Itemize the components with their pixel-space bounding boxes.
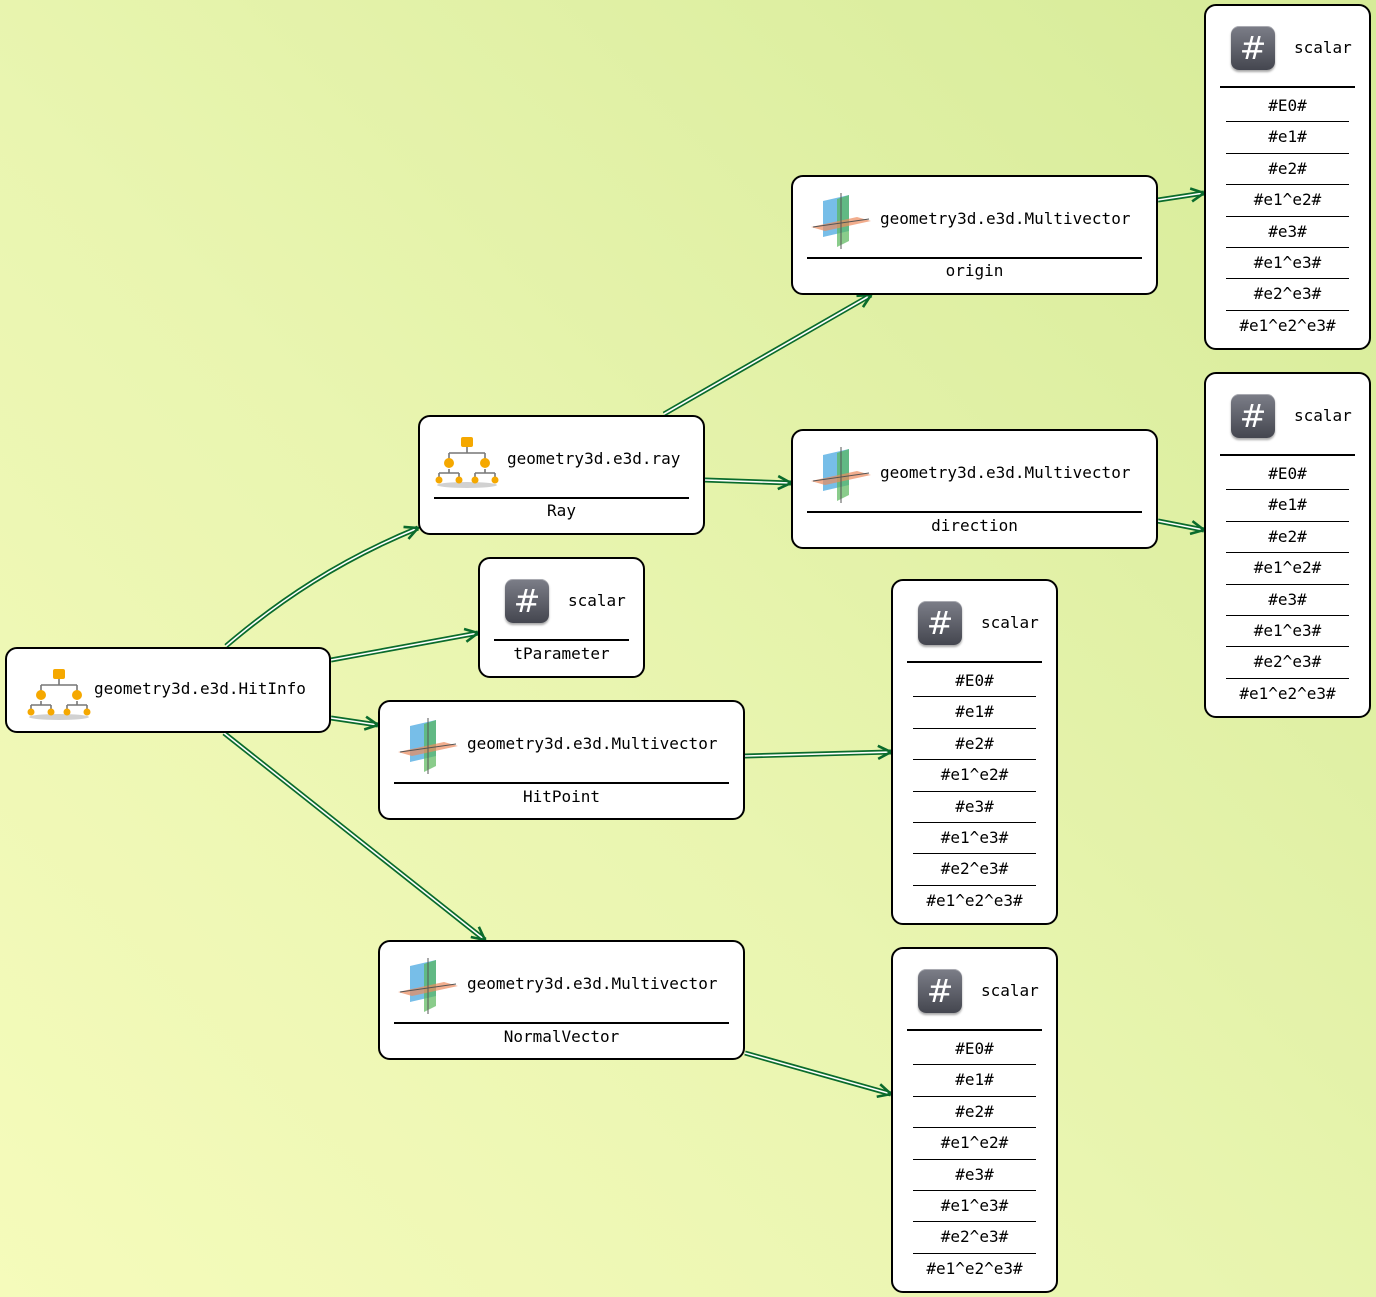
node-direction-components[interactable]: # scalar #E0# #e1# #e2# #e1^e2# #e3# #e1… [1204,372,1371,718]
list-item: #E0# [1226,459,1349,491]
list-item: #e1^e2# [913,760,1036,792]
list-item: #e1^e2^e3# [1239,683,1336,703]
node-normalvector-components[interactable]: # scalar #E0# #e1# #e2# #e1^e2# #e3# #e1… [891,947,1058,1293]
node-type-label: geometry3d.e3d.Multivector [467,974,718,993]
list-item: #e1^e2^e3# [1239,315,1336,335]
node-type-label: scalar [981,613,1039,632]
component-list: #E0# #e1# #e2# #e1^e2# #e3# #e1^e3# #e2^… [913,666,1036,916]
component-list: #E0# #e1# #e2# #e1^e2# #e3# #e1^e3# #e2^… [1226,459,1349,709]
node-tparameter[interactable]: # scalar tParameter [478,557,645,678]
edge-hitpoint-to-hitpoint_components [744,744,894,761]
edge-ray-to-origin [662,292,874,417]
list-item: #e1^e2# [1226,553,1349,585]
list-item: #E0# [913,666,1036,698]
edge-hitinfo-to-tparameter [330,627,481,663]
hash-icon: # [1231,394,1275,438]
list-item: #e1^e2^e3# [926,1258,1023,1278]
node-field-name: Ray [547,501,576,520]
node-origin[interactable]: geometry3d.e3d.Multivector origin [791,175,1158,295]
edge-hitinfo-to-ray [224,525,421,648]
divider [394,1022,729,1024]
hash-icon: # [1231,26,1275,70]
node-type-label: scalar [568,591,626,610]
list-item: #e1^e3# [1226,616,1349,648]
divider [394,782,729,784]
component-list: #E0# #e1# #e2# #e1^e2# #e3# #e1^e3# #e2^… [1226,91,1349,341]
list-item: #e1^e3# [913,823,1036,855]
edge-ray-to-direction [704,474,794,491]
node-type-label: scalar [981,981,1039,1000]
edge-hitinfo-to-hitpoint [330,715,381,731]
list-item: #e3# [913,1160,1036,1191]
node-ray[interactable]: geometry3d.e3d.ray Ray [418,415,705,535]
planes-3d-icon [398,718,458,774]
list-item: #e1^e2# [1226,185,1349,217]
list-item: #e2^e3# [1226,279,1349,311]
hierarchy-icon [27,669,91,720]
list-item: #e2# [1226,522,1349,554]
hierarchy-icon [435,437,499,488]
node-type-label: geometry3d.e3d.HitInfo [94,679,306,698]
hash-icon: # [505,579,549,623]
node-origin-components[interactable]: # scalar #E0# #e1# #e2# #e1^e2# #e3# #e1… [1204,4,1371,350]
list-item: #e1^e3# [913,1191,1036,1223]
hash-icon: # [918,601,962,645]
node-type-label: geometry3d.e3d.Multivector [467,734,718,753]
list-item: #e1# [913,1065,1036,1097]
list-item: #e2# [913,1097,1036,1129]
edge-normalvector-to-normalvector_components [744,1050,894,1099]
list-item: #e1^e2^e3# [926,890,1023,910]
list-item: #e2# [913,729,1036,761]
list-item: #e2^e3# [1226,647,1349,679]
planes-3d-icon [811,447,871,503]
list-item: #E0# [1226,91,1349,123]
node-hitinfo[interactable]: geometry3d.e3d.HitInfo [5,647,331,733]
list-item: #e1^e2# [913,1128,1036,1160]
node-hitpoint-components[interactable]: # scalar #E0# #e1# #e2# #e1^e2# #e3# #e1… [891,579,1058,925]
divider [807,257,1142,259]
node-hitpoint[interactable]: geometry3d.e3d.Multivector HitPoint [378,700,745,820]
list-item: #e2^e3# [913,854,1036,886]
list-item: #e1^e3# [1226,248,1349,280]
node-field-name: NormalVector [503,1027,620,1046]
divider [434,497,689,499]
edge-origin-to-origin_components [1157,187,1207,203]
divider [907,1029,1042,1031]
list-item: #e1# [913,697,1036,729]
list-item: #e3# [1226,217,1349,248]
list-item: #e3# [913,792,1036,823]
node-type-label: scalar [1294,406,1352,425]
list-item: #E0# [913,1034,1036,1066]
node-type-label: geometry3d.e3d.ray [507,449,681,468]
list-item: #e1# [1226,122,1349,154]
divider [807,511,1142,513]
divider [907,661,1042,663]
list-item: #e3# [1226,585,1349,616]
list-item: #e2^e3# [913,1222,1036,1254]
node-type-label: geometry3d.e3d.Multivector [880,209,1131,228]
divider [1220,454,1355,456]
node-type-label: scalar [1294,38,1352,57]
node-normalvector[interactable]: geometry3d.e3d.Multivector NormalVector [378,940,745,1060]
list-item: #e1# [1226,490,1349,522]
planes-3d-icon [398,958,458,1014]
node-direction[interactable]: geometry3d.e3d.Multivector direction [791,429,1158,549]
node-field-name: HitPoint [522,787,601,806]
divider [494,639,629,641]
node-field-name: direction [931,516,1018,535]
hash-icon: # [918,969,962,1013]
node-field-name: origin [945,261,1004,280]
edge-direction-to-direction_components [1157,518,1207,536]
node-field-name: tParameter [513,644,610,663]
planes-3d-icon [811,193,871,249]
node-type-label: geometry3d.e3d.Multivector [880,463,1131,482]
list-item: #e2# [1226,154,1349,186]
component-list: #E0# #e1# #e2# #e1^e2# #e3# #e1^e3# #e2^… [913,1034,1036,1284]
divider [1220,86,1355,88]
